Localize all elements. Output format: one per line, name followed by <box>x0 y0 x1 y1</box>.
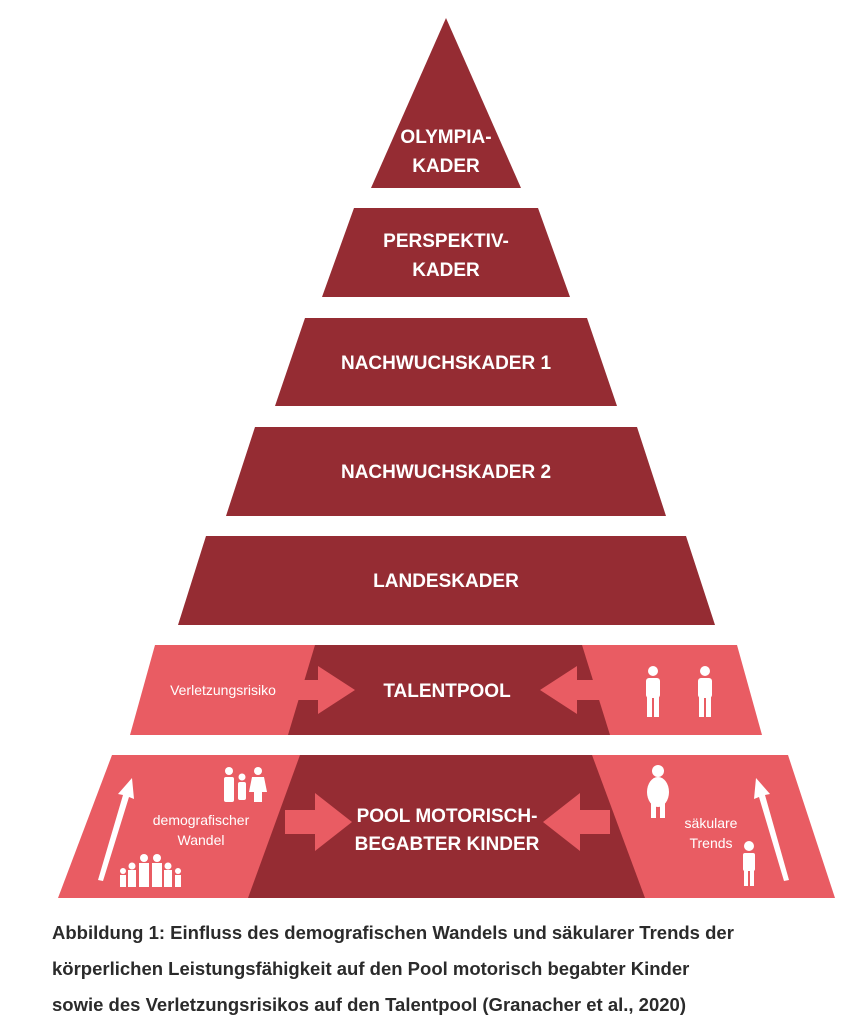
arrow-up-left-icon <box>98 778 134 881</box>
tier-perspektivkader-line1: PERSPEKTIV- <box>383 231 509 252</box>
large-family-icon <box>120 854 181 887</box>
tier-nachwuchskader-2 <box>226 427 666 516</box>
child-icon <box>743 841 755 886</box>
tier-olympiakader <box>371 18 521 188</box>
secular-trends-line1: säkulare <box>685 815 738 831</box>
family-icon <box>224 767 267 802</box>
secular-trends-line2: Trends <box>689 835 732 851</box>
arrow-right-icon <box>285 793 352 851</box>
tier-olympiakader-line2: KADER <box>412 156 480 177</box>
tier-pool-center <box>248 755 645 898</box>
tier-perspektivkader <box>322 208 570 297</box>
caption-line-2: körperlichen Leistungsfähigkeit auf den … <box>52 958 690 979</box>
overweight-child-icon <box>647 765 669 818</box>
arrow-left-icon <box>543 793 610 851</box>
tier-nachwuchskader-1 <box>275 318 617 406</box>
demographic-change-line2: Wandel <box>178 832 225 848</box>
tier-talentpool-label: TALENTPOOL <box>383 681 511 702</box>
tier-perspektivkader-line2: KADER <box>412 260 480 281</box>
demographic-change-line1: demografischer <box>153 812 250 828</box>
figure-caption: Abbildung 1: Einfluss des demografischen… <box>52 915 852 1023</box>
tier-talentpool-center <box>288 645 610 735</box>
injured-persons-icon <box>646 666 712 717</box>
arrow-right-icon <box>290 666 355 714</box>
tier-pool-line2: BEGABTER KINDER <box>355 834 540 855</box>
caption-line-1: Abbildung 1: Einfluss des demografischen… <box>52 922 734 943</box>
tier-olympiakader-line1: OLYMPIA- <box>400 127 491 148</box>
injury-risk-label: Verletzungsrisiko <box>170 682 276 698</box>
tier-landeskader-label: LANDESKADER <box>373 571 519 592</box>
tier-landeskader <box>178 536 715 625</box>
tier-nachwuchskader-2-label: NACHWUCHSKADER 2 <box>341 462 551 483</box>
arrow-up-right-icon <box>754 778 789 881</box>
arrow-left-icon <box>540 666 605 714</box>
tier-pool-line1: POOL MOTORISCH- <box>357 806 538 827</box>
caption-line-3: sowie des Verletzungsrisikos auf den Tal… <box>52 994 686 1015</box>
tier-nachwuchskader-1-label: NACHWUCHSKADER 1 <box>341 353 551 374</box>
